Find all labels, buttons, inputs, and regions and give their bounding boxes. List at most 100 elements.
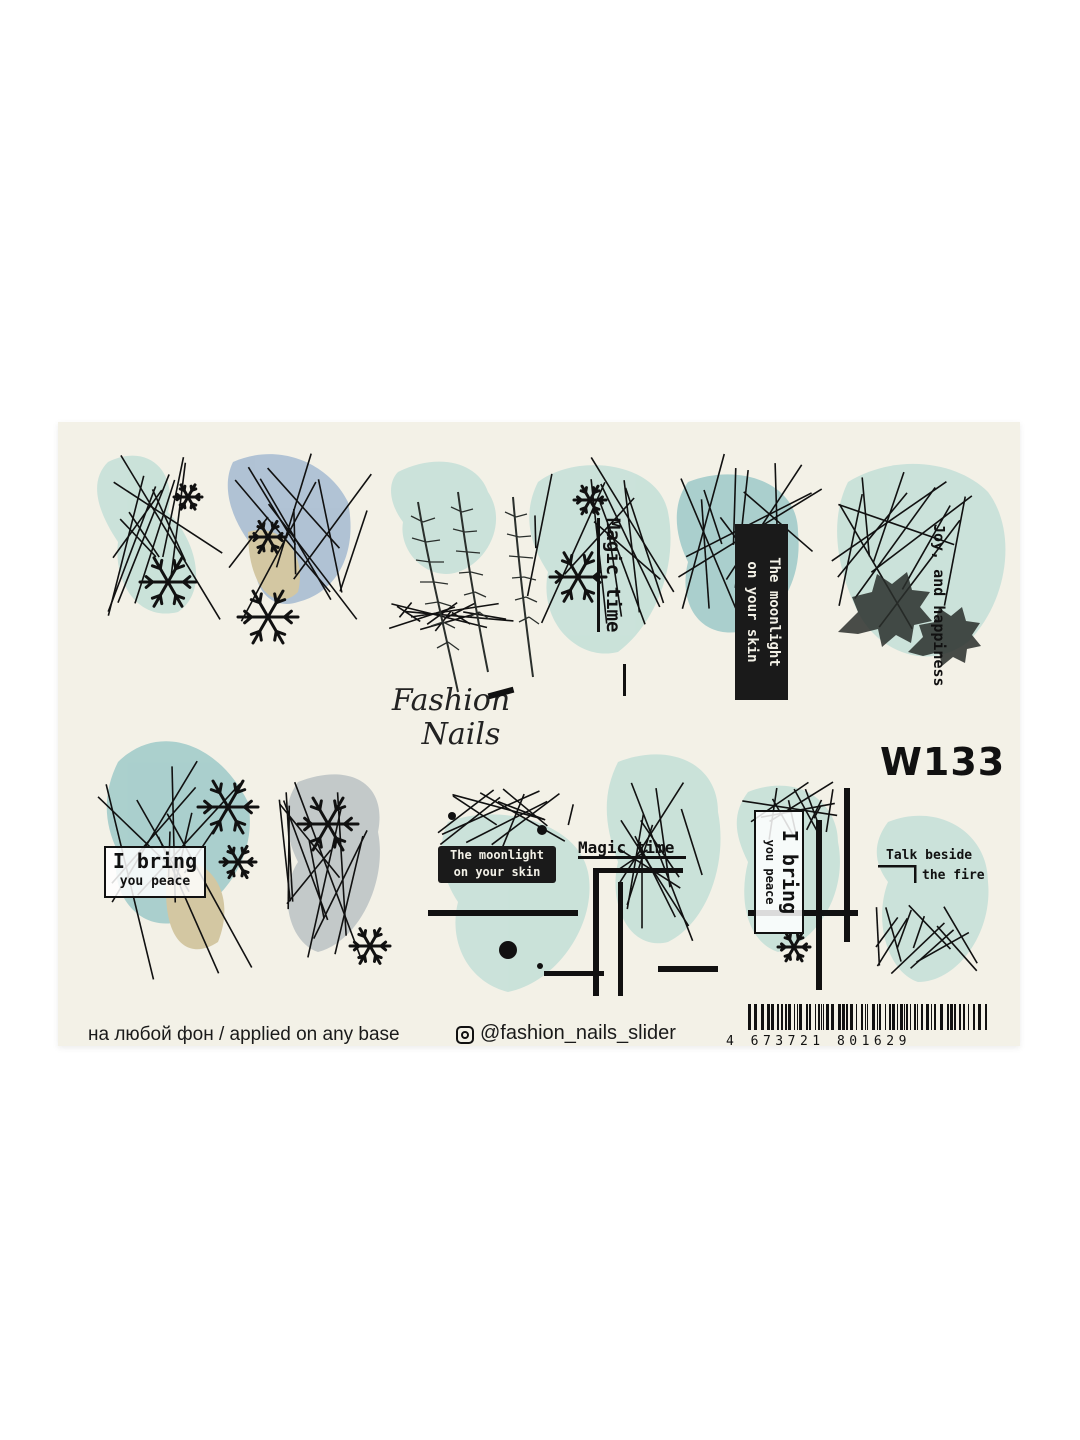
snowflake-icon <box>776 931 812 963</box>
watercolor-blob <box>391 461 497 574</box>
scratch-line <box>444 602 476 620</box>
barcode-bar <box>826 1004 829 1030</box>
scratch-line <box>267 503 358 620</box>
scratch-line <box>419 611 481 631</box>
scratch-line <box>825 789 834 833</box>
scratch-line <box>680 808 703 876</box>
scratch-line <box>534 515 537 549</box>
barcode-bar <box>910 1004 911 1030</box>
moonlight-line-1: The moonlight <box>766 557 782 667</box>
snowflake-icon <box>138 556 198 608</box>
barcode-bar <box>865 1004 866 1030</box>
barcode-bar <box>806 1004 808 1030</box>
barcode-bar <box>917 1004 918 1030</box>
bring-peace-vertical: I bring you peace <box>754 810 804 934</box>
scratch-line <box>593 521 661 581</box>
scratch-line <box>426 601 458 625</box>
barcode-bar <box>931 1004 932 1030</box>
scratch-line <box>334 835 364 955</box>
snowflake-icon <box>548 551 608 603</box>
barcode-bar <box>954 1004 956 1030</box>
scratch-line <box>599 502 646 625</box>
scratch-line <box>837 492 908 578</box>
snowflake-icon <box>218 844 258 880</box>
barcode-bar <box>885 1004 886 1030</box>
barcode-bar <box>940 1004 943 1030</box>
moonlight-label-vertical: The moonlight on your skin <box>735 524 788 700</box>
barcode-bar <box>861 1004 863 1030</box>
bring-peace-label: I bring you peace <box>104 846 206 898</box>
scratch-line <box>497 800 546 821</box>
watercolor-blob <box>97 455 197 614</box>
scratch-line <box>838 493 864 606</box>
moonlight-line-2: on your skin <box>744 561 760 663</box>
scratch-line <box>293 508 297 575</box>
barcode-bar <box>985 1004 987 1030</box>
barcode-bar <box>856 1004 857 1030</box>
scratch-line <box>293 473 372 580</box>
scratch-line <box>240 481 317 622</box>
snowflake-icon <box>348 927 392 965</box>
talk-beside-label: Talk beside the fire <box>886 846 985 886</box>
scratch-line <box>630 782 694 942</box>
scratch-line <box>896 909 912 949</box>
base-note: на любой фон / applied on any base <box>88 1024 400 1045</box>
talk-line-1: Talk beside <box>886 848 973 863</box>
scratch-line <box>128 511 160 558</box>
barcode-digits: 4 673721 801629 <box>726 1034 911 1049</box>
barcode-bar <box>892 1004 895 1030</box>
barcode-bar <box>900 1004 903 1030</box>
barcode-bar <box>850 1004 853 1030</box>
scratch-line <box>805 799 823 831</box>
scratch-line <box>563 497 635 575</box>
bring-line-1: I bring <box>112 849 198 873</box>
scratch-line <box>901 505 951 590</box>
barcode-bar <box>877 1004 878 1030</box>
magic-time-vertical: Magic time <box>597 518 624 633</box>
bring-vert-line-1: I bring <box>778 829 802 915</box>
scratch-line <box>838 503 955 546</box>
scratch-line <box>890 922 945 975</box>
scratch-line <box>120 454 221 620</box>
barcode-bar <box>823 1004 824 1030</box>
barcode-bar <box>897 1004 898 1030</box>
brand-line-1: Fashion <box>391 683 511 718</box>
scratch-line <box>398 601 413 618</box>
barcode-bar <box>761 1004 764 1030</box>
moonlight-line-1-bottom: The moonlight <box>450 848 544 862</box>
scratch-line <box>119 518 157 558</box>
scratch-line <box>590 457 675 593</box>
scratch-line <box>107 475 145 616</box>
scratch-line <box>732 468 737 545</box>
moonlight-label: The moonlight on your skin <box>438 846 556 883</box>
barcode-bar <box>842 1004 845 1030</box>
scratch-line <box>912 915 926 949</box>
scratch-line <box>590 479 608 624</box>
scratch-line <box>854 486 936 599</box>
magic-time-label: Magic time <box>578 838 675 857</box>
scratch-line <box>293 781 363 962</box>
scratch-line <box>113 481 223 554</box>
barcode-bar <box>748 1004 751 1030</box>
barcode-bar <box>872 1004 875 1030</box>
barcode-bar <box>821 1004 822 1030</box>
scratch-line <box>308 840 325 919</box>
sticker-artwork <box>97 453 1006 1030</box>
barcode-bar <box>959 1004 961 1030</box>
holly-leaves <box>838 572 981 666</box>
scratch-line <box>107 486 157 612</box>
barcode-bar <box>781 1004 783 1030</box>
scratch-line <box>317 479 343 593</box>
scratch-line <box>439 796 501 846</box>
scratch-line <box>943 906 978 964</box>
scratch-line <box>606 523 623 617</box>
scratch-line <box>117 474 170 603</box>
barcode-bar <box>818 1004 820 1030</box>
scratch-line <box>793 788 820 835</box>
scratch-line <box>502 788 548 827</box>
scratch-line <box>626 814 645 910</box>
watercolor-blob <box>441 814 590 992</box>
product-code: W133 <box>880 740 1006 784</box>
scratch-line <box>452 795 498 826</box>
fir-branch <box>504 496 540 678</box>
